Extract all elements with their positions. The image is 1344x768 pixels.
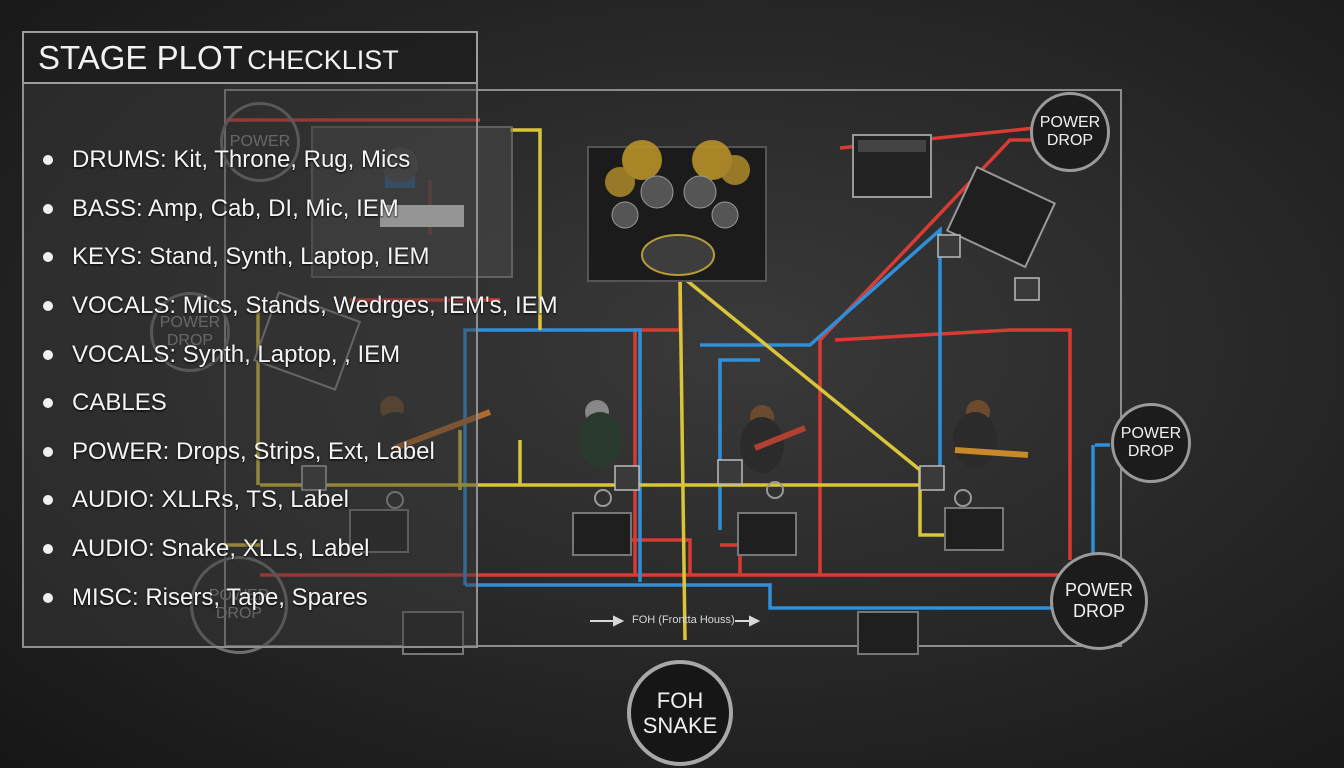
checklist-item: DRUMS: Kit, Throne, Rug, Mics bbox=[24, 136, 564, 185]
bullet-icon bbox=[43, 349, 53, 360]
stage-outline bbox=[224, 89, 1122, 647]
checklist-item-text: DRUMS: Kit, Throne, Rug, Mics bbox=[72, 146, 411, 174]
checklist-item: POWER: Drops, Strips, Ext, Label bbox=[24, 428, 564, 477]
mic-stands bbox=[386, 481, 972, 509]
power-drop-top-right: POWER DROP bbox=[1030, 92, 1110, 172]
checklist-title-main: STAGE PLOT bbox=[38, 39, 243, 76]
power-drop-label: DROP bbox=[1072, 601, 1125, 621]
power-drop-label: POWER bbox=[229, 132, 291, 150]
checklist-item-text: VOCALS: Synth, Laptop, , IEM bbox=[72, 340, 401, 368]
drum-kit bbox=[587, 140, 767, 282]
power-drop-label: DROP bbox=[1127, 443, 1175, 460]
checklist-item: AUDIO: XLLRs, TS, Label bbox=[24, 476, 564, 525]
checklist-item-text: MISC: Risers, Tape, Spares bbox=[72, 583, 368, 611]
musicians bbox=[373, 396, 1029, 473]
power-drop-label: DROP bbox=[1046, 132, 1094, 149]
power-drop-label: POWER bbox=[1064, 580, 1133, 601]
foh-snake: FOH SNAKE bbox=[627, 660, 733, 766]
checklist-item-text: AUDIO: XLLRs, TS, Label bbox=[72, 486, 350, 514]
foh-direction-arrows bbox=[590, 615, 761, 627]
audio-cables-yellow bbox=[225, 128, 945, 641]
checklist-item: MISC: Risers, Tape, Spares bbox=[24, 573, 564, 622]
bullet-icon bbox=[43, 398, 53, 409]
power-drop-label: POWER bbox=[1120, 424, 1182, 442]
bullet-icon bbox=[43, 495, 53, 506]
checklist-item: BASS: Amp, Cab, DI, Mic, IEM bbox=[24, 185, 564, 234]
guitar-amps bbox=[252, 134, 1057, 391]
checklist-item: CABLES bbox=[24, 379, 564, 428]
checklist-item-text: VOCALS: Mics, Stands, Wedrges, IEM's, IE… bbox=[72, 292, 558, 320]
checklist-item-text: CABLES bbox=[72, 389, 167, 417]
bullet-icon bbox=[43, 592, 53, 603]
power-drop-label: POWER bbox=[159, 313, 221, 331]
bullet-icon bbox=[43, 203, 53, 214]
checklist-title: STAGE PLOT CHECKLIST bbox=[22, 31, 478, 84]
power-drop-label: POWER bbox=[208, 586, 270, 604]
power-drop-label: DROP bbox=[166, 332, 214, 349]
power-drop-faint-bottom-left: POWER DROP bbox=[190, 556, 288, 654]
power-drop-right: POWER DROP bbox=[1111, 403, 1191, 483]
bullet-icon bbox=[43, 446, 53, 457]
checklist-item-text: BASS: Amp, Cab, DI, Mic, IEM bbox=[72, 194, 399, 222]
power-drop-label: POWER bbox=[1039, 113, 1101, 131]
checklist-item: AUDIO: Snake, XLLs, Label bbox=[24, 525, 564, 574]
power-drop-faint-top-left: POWER bbox=[220, 102, 300, 182]
bullet-icon bbox=[43, 301, 53, 312]
power-drop-faint-mid-left: POWER DROP bbox=[150, 292, 230, 372]
checklist-item: KEYS: Stand, Synth, Laptop, IEM bbox=[24, 233, 564, 282]
checklist-item-text: POWER: Drops, Strips, Ext, Label bbox=[72, 437, 435, 465]
pedalboards bbox=[301, 234, 1040, 491]
bullet-icon bbox=[43, 155, 53, 166]
checklist-item-text: KEYS: Stand, Synth, Laptop, IEM bbox=[72, 243, 430, 271]
power-drop-bottom-right: POWER DROP bbox=[1050, 552, 1148, 650]
power-drop-label: DROP bbox=[215, 605, 263, 622]
keys-station bbox=[311, 126, 513, 278]
bullet-icon bbox=[43, 544, 53, 555]
foh-snake-label: SNAKE bbox=[642, 713, 718, 738]
foh-snake-label: FOH bbox=[656, 687, 704, 713]
checklist-title-sub: CHECKLIST bbox=[247, 45, 399, 75]
bullet-icon bbox=[43, 252, 53, 263]
checklist-item-text: AUDIO: Snake, XLLs, Label bbox=[72, 535, 370, 563]
foh-direction-label: FOH (Frontta Houss) bbox=[632, 614, 735, 626]
checklist-item: VOCALS: Mics, Stands, Wedrges, IEM's, IE… bbox=[24, 282, 564, 331]
checklist-item: VOCALS: Synth, Laptop, , IEM bbox=[24, 330, 564, 379]
audio-cables-blue bbox=[463, 226, 1110, 610]
